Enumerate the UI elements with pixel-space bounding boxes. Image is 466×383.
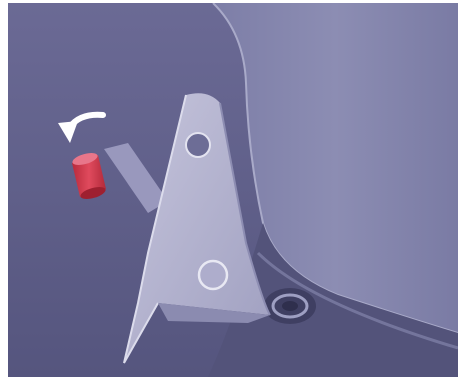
bolt-hole-icon	[199, 261, 227, 289]
tow-socket-hole	[282, 301, 298, 311]
vehicle-illustration	[8, 3, 458, 377]
bolt-hole-icon	[186, 133, 210, 157]
illustration-svg	[8, 3, 458, 377]
